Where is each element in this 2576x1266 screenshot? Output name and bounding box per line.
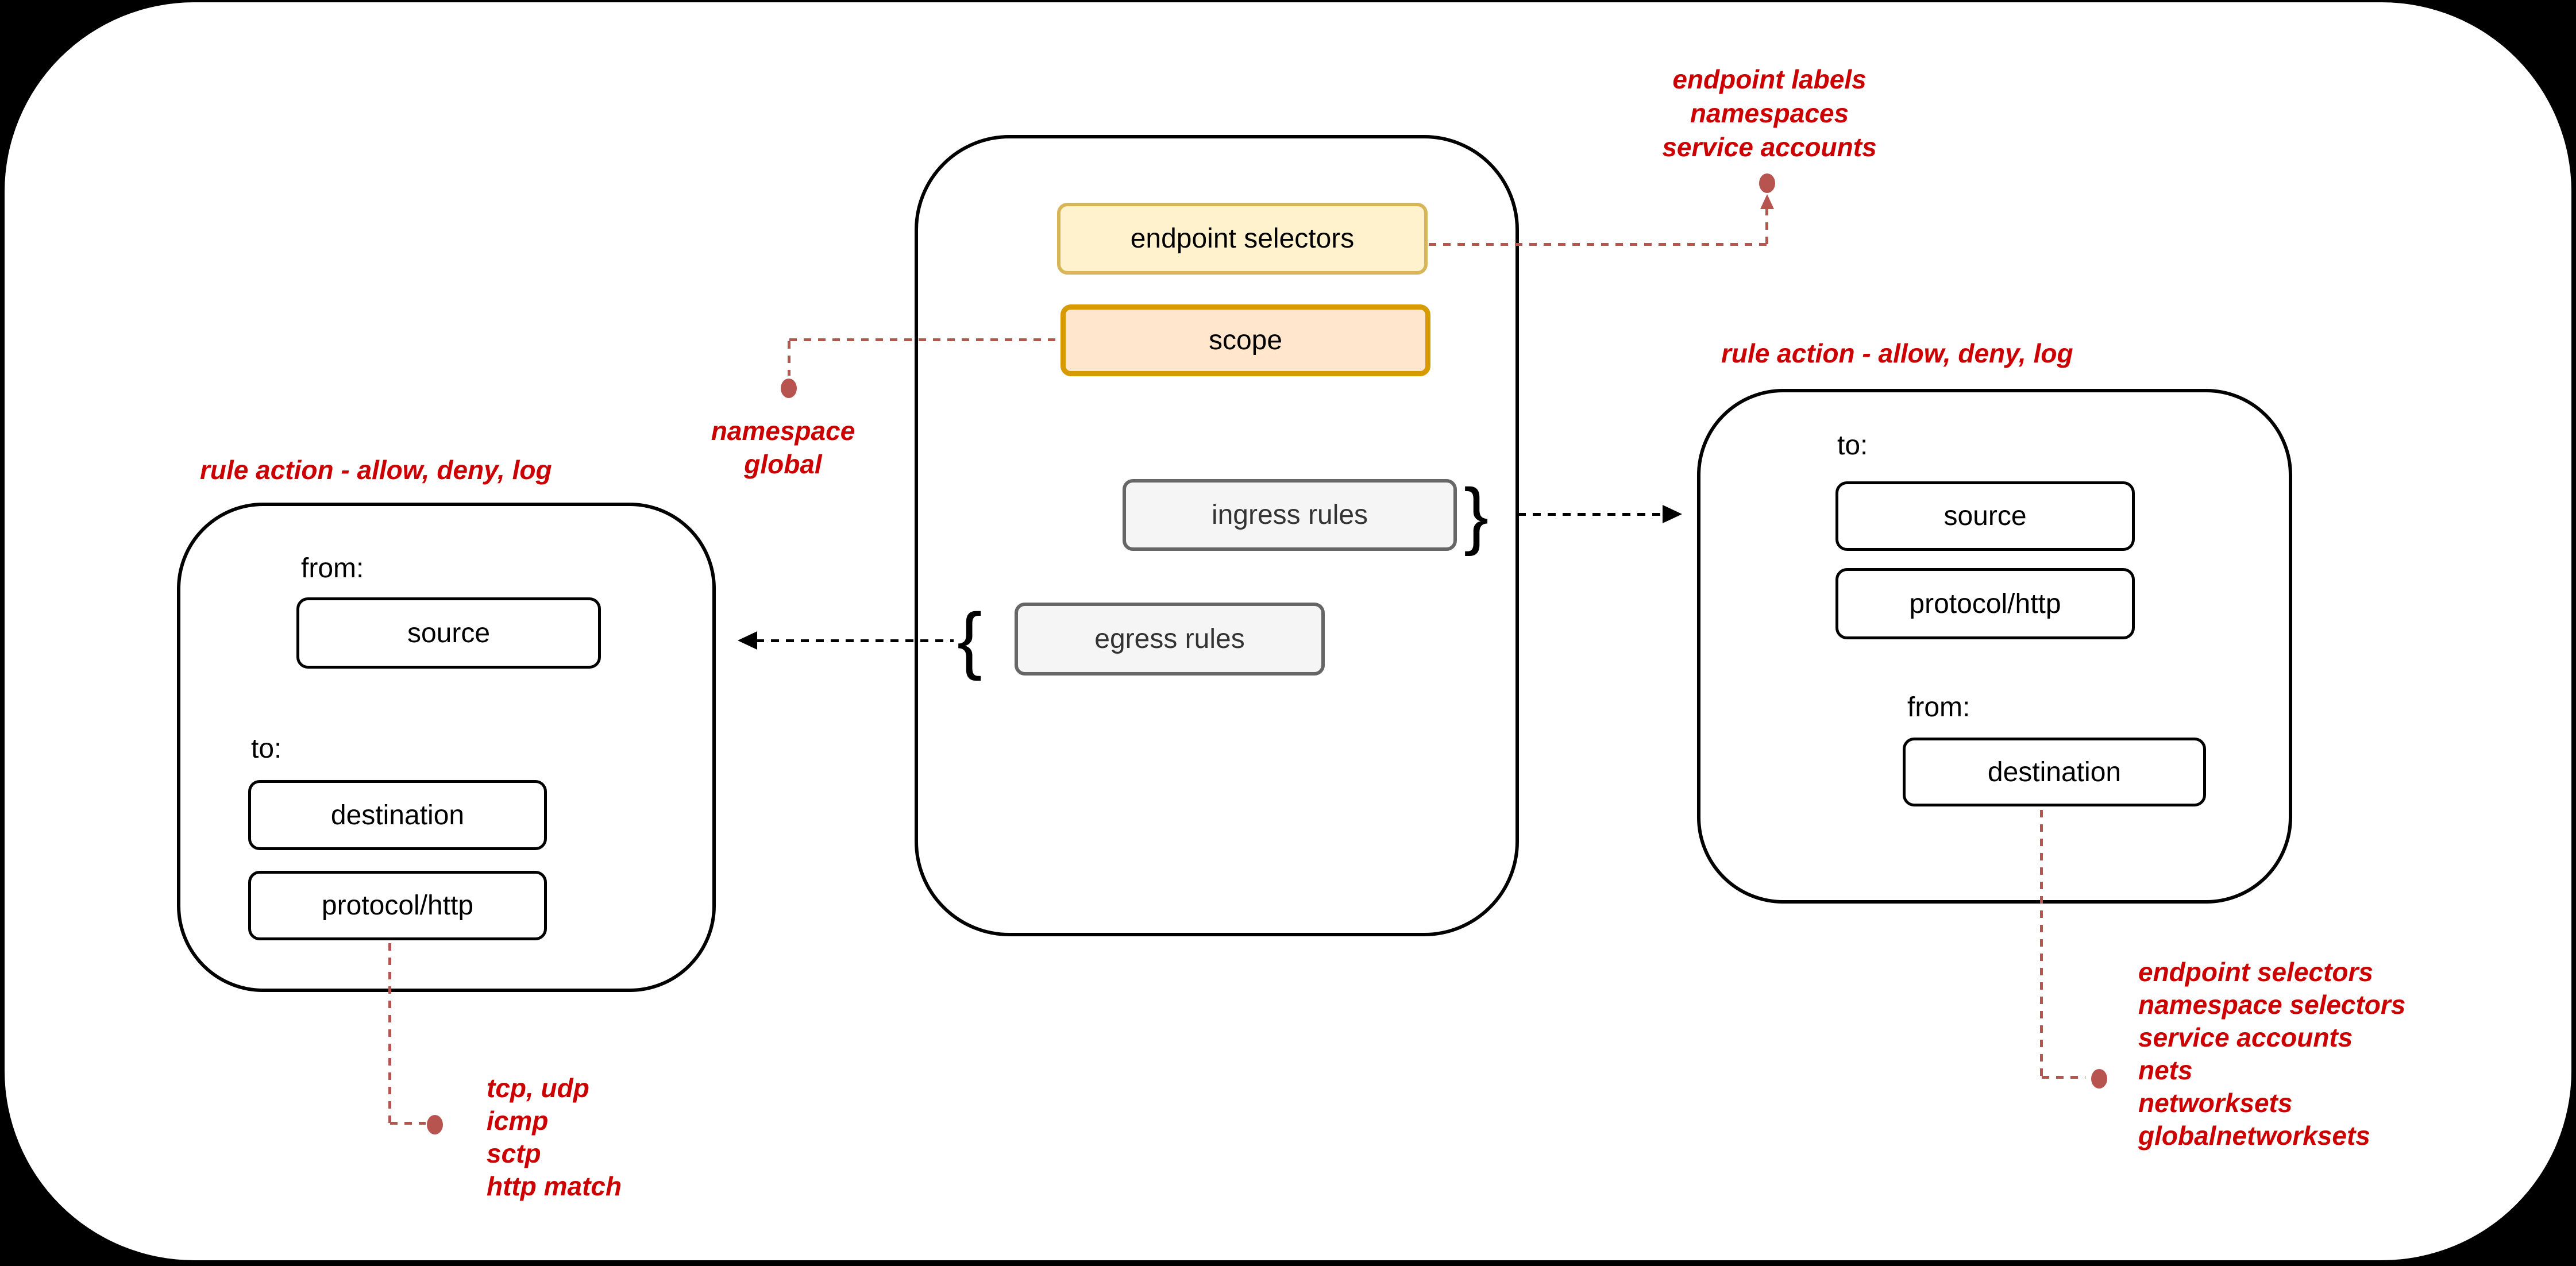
note-line: endpoint selectors — [2138, 957, 2373, 987]
ingress-detail-container — [1697, 389, 2292, 904]
scope-note: namespace global — [668, 414, 898, 481]
egress-rule-action-note: rule action - allow, deny, log — [200, 455, 552, 485]
note-line: service accounts — [2138, 1022, 2353, 1052]
destination-note-connector-h — [2042, 1076, 2085, 1079]
egress-protocol-label: protocol/http — [321, 890, 474, 921]
scope-label: scope — [1208, 325, 1283, 356]
note-line: namespaces — [1690, 98, 1849, 128]
note-line: nets — [2138, 1055, 2193, 1085]
egress-rules-box: egress rules — [1015, 603, 1325, 676]
egress-from-label: from: — [301, 553, 364, 584]
destination-note-dot-icon — [2091, 1069, 2107, 1089]
note-line: tcp, udp — [487, 1073, 589, 1103]
endpoint-selectors-label: endpoint selectors — [1130, 223, 1355, 254]
scope-note-dot-icon — [781, 379, 797, 398]
endpoint-note-connector-v — [1765, 208, 1768, 245]
egress-destination-box: destination — [248, 780, 547, 850]
endpoint-selectors-box: endpoint selectors — [1057, 203, 1428, 275]
ingress-arrowhead-icon — [1663, 505, 1682, 523]
note-line: global — [744, 449, 822, 479]
protocol-note-connector-v — [388, 943, 391, 1124]
egress-bracket: { — [957, 597, 982, 681]
ingress-rules-box: ingress rules — [1123, 479, 1457, 551]
ingress-from-label: from: — [1907, 692, 1970, 723]
egress-arrow-line — [756, 639, 954, 642]
ingress-destination-label: destination — [1987, 756, 2122, 788]
ingress-rules-label: ingress rules — [1211, 500, 1368, 530]
ingress-arrow-line — [1518, 513, 1664, 516]
ingress-source-box: source — [1835, 481, 2135, 551]
scope-note-connector-v — [788, 341, 790, 376]
egress-source-label: source — [407, 617, 491, 649]
note-line: service accounts — [1662, 132, 1877, 162]
note-line: endpoint labels — [1672, 64, 1867, 94]
destinations-note: endpoint selectors namespace selectors s… — [2138, 956, 2405, 1152]
note-line: sctp — [487, 1138, 541, 1168]
note-line: globalnetworksets — [2138, 1121, 2370, 1151]
ingress-protocol-label: protocol/http — [1909, 588, 2061, 619]
scope-note-connector-h — [789, 338, 1061, 341]
ingress-source-label: source — [1943, 501, 2027, 531]
endpoint-selectors-note: endpoint labels namespaces service accou… — [1597, 63, 1942, 164]
egress-source-box: source — [296, 597, 601, 669]
endpoint-note-connector-h — [1429, 243, 1767, 246]
endpoint-note-dot-icon — [1759, 173, 1775, 193]
note-line: networksets — [2138, 1088, 2293, 1118]
egress-rules-label: egress rules — [1094, 624, 1245, 654]
egress-destination-label: destination — [330, 800, 465, 831]
ingress-protocol-box: protocol/http — [1835, 568, 2135, 639]
ingress-bracket: } — [1464, 473, 1489, 557]
note-line: namespace selectors — [2138, 990, 2406, 1020]
destination-note-connector-v — [2040, 810, 2043, 1078]
note-line: http match — [487, 1171, 622, 1201]
note-line: icmp — [487, 1106, 549, 1136]
scope-box: scope — [1061, 304, 1430, 376]
egress-arrowhead-icon — [738, 631, 757, 650]
protocols-note: tcp, udp icmp sctp http match — [487, 1072, 622, 1203]
endpoint-note-arrowhead-icon — [1760, 194, 1774, 209]
ingress-to-label: to: — [1837, 430, 1868, 461]
protocol-note-dot-icon — [427, 1115, 443, 1134]
ingress-rule-action-note: rule action - allow, deny, log — [1721, 338, 2073, 368]
egress-protocol-box: protocol/http — [248, 871, 547, 940]
ingress-destination-box: destination — [1903, 738, 2206, 806]
note-line: namespace — [711, 416, 855, 446]
protocol-note-connector-h — [390, 1122, 426, 1125]
egress-to-label: to: — [251, 734, 282, 764]
